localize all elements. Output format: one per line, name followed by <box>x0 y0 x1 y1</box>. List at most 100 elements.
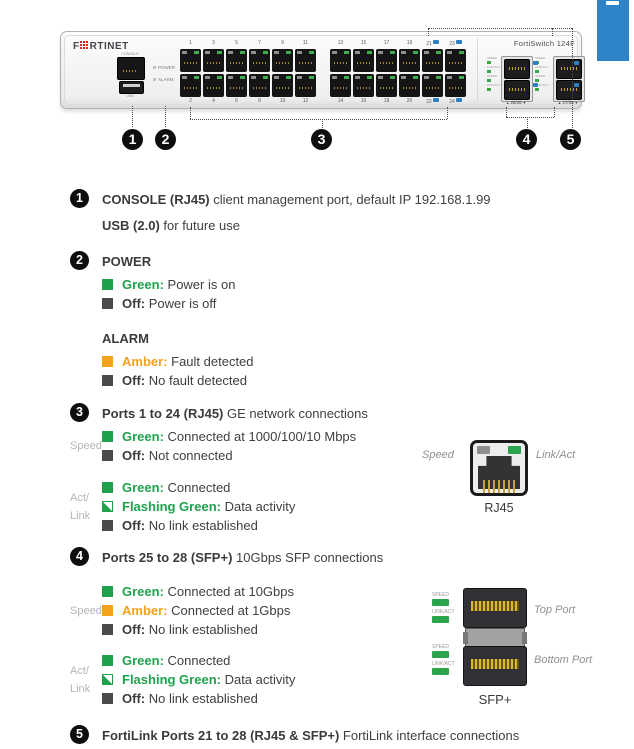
rj45-ports-heading: Ports 1 to 24 (RJ45) GE network connecti… <box>102 404 600 423</box>
fortilink-heading-rest: FortiLink interface connections <box>339 728 520 743</box>
down-triangle-icon: ▼ <box>522 101 527 105</box>
led-desc: Power is off <box>145 296 217 311</box>
led-state-row: Green: Connected <box>102 651 600 670</box>
side-label-speed: Speed <box>70 604 102 617</box>
linkact-led-bar <box>432 668 449 675</box>
rj45-port <box>422 74 443 97</box>
side-label-act: Act/ <box>70 491 89 504</box>
port-number-label: 3 <box>212 40 215 46</box>
sfp-pins <box>471 601 519 611</box>
port-number-label: 10 <box>279 98 286 104</box>
figure-linkact-label: LINK/ACT <box>432 661 455 667</box>
port-number-label: 9 <box>281 40 284 46</box>
led-desc: Data activity <box>220 499 296 514</box>
rj45-port <box>272 74 293 97</box>
led-swatch <box>102 279 113 290</box>
rj45-port <box>249 49 270 72</box>
rj45-port <box>353 49 374 72</box>
callout-line-5-mid-tick <box>552 28 553 36</box>
port-number-label: 7 <box>258 40 261 46</box>
led-swatch <box>102 605 113 616</box>
callout-line-5-right <box>572 28 573 128</box>
rj45-port <box>399 49 420 72</box>
led-desc: Connected <box>163 480 231 495</box>
led-desc: Connected at 1000/100/10 Mbps <box>163 429 357 444</box>
actlink-led-group: Act/Link Green: Connected Flashing Green… <box>70 478 600 535</box>
callout-line-5-top <box>428 28 572 29</box>
led-color-label: Off: <box>122 622 146 637</box>
led-state-row: Flashing Green: Data activity <box>102 497 600 516</box>
fortilink-icon <box>432 40 439 44</box>
sfp-figure-leds-bottom: SPEED LINK/ACT <box>432 644 462 678</box>
sfp-figure-leds-top: SPEED LINK/ACT <box>432 592 462 626</box>
sfp-cage-illustration <box>463 588 527 688</box>
sfp-mini-led-icon <box>487 70 491 73</box>
section-console-usb: 1 CONSOLE (RJ45) client management port,… <box>70 189 600 235</box>
led-state-row: Green: Connected <box>102 478 600 497</box>
led-desc: No fault detected <box>145 373 248 388</box>
led-desc: Data activity <box>220 672 296 687</box>
speed-led-bar <box>432 599 449 606</box>
section-power-alarm: 2 POWER Green: Power is on Off: Power is… <box>70 251 600 390</box>
rj45-pins <box>482 480 516 493</box>
led-state-row: Amber: Connected at 1Gbps <box>102 601 600 620</box>
port-number-label: 17 <box>383 40 390 46</box>
led-state-row: Off: Power is off <box>102 294 600 313</box>
led-color-label: Green: <box>122 277 164 292</box>
fortilink-heading-bold: FortiLink Ports 21 to 28 (RJ45 & SFP+) <box>102 728 340 743</box>
callout-line-4-drop <box>527 117 528 128</box>
fortilink-icon <box>533 83 538 87</box>
sfp-mini-led-label: LINK/ACT <box>487 66 501 73</box>
led-desc: No link established <box>145 622 258 637</box>
led-color-label: Green: <box>122 429 164 444</box>
sfp-mini-led-icon <box>487 79 491 82</box>
led-swatch <box>102 431 113 442</box>
port-number-label: 6 <box>235 98 238 104</box>
sfp-mini-led-icon <box>535 79 539 82</box>
power-led: POWER <box>153 65 175 70</box>
led-color-label: Green: <box>122 584 164 599</box>
led-color-label: Green: <box>122 653 164 668</box>
rj45-port <box>376 49 397 72</box>
rj45-port <box>330 74 351 97</box>
led-swatch <box>102 375 113 386</box>
sfp-mini-led-icon <box>487 88 491 91</box>
tab-glyph-icon <box>606 1 619 5</box>
rj45-port <box>249 74 270 97</box>
actlink-led-group: Act/Link Green: Connected Flashing Green… <box>70 651 600 708</box>
led-desc: Fault detected <box>167 354 254 369</box>
fortilink-icon <box>432 98 439 102</box>
linkact-led-icon <box>508 446 521 454</box>
figure-speed-label: Speed <box>422 449 454 461</box>
rj45-caption: RJ45 <box>484 501 514 515</box>
callout-5: 5 <box>560 129 581 150</box>
led-swatch <box>102 482 113 493</box>
led-swatch-flashing <box>102 501 113 512</box>
rj45-ports-heading-bold: Ports 1 to 24 (RJ45) <box>102 406 224 421</box>
port-number-label: 4 <box>212 98 215 104</box>
figure-speed-label: SPEED <box>432 592 449 598</box>
rj45-port <box>295 49 316 72</box>
up-triangle-icon: ▲ <box>505 101 510 105</box>
rj45-port <box>399 74 420 97</box>
usb-heading-bold: USB (2.0) <box>102 218 160 233</box>
callout-2: 2 <box>155 129 176 150</box>
callout-line-4-right-tick <box>554 107 555 117</box>
power-heading-text: POWER <box>102 254 152 269</box>
led-swatch-flashing <box>102 674 113 685</box>
rj45-port <box>203 49 224 72</box>
port-number-label: 14 <box>337 98 344 104</box>
port-number-label: 24 <box>444 98 467 105</box>
callout-badge-2: 2 <box>70 251 89 270</box>
sfp-mini-led-icon <box>487 61 491 64</box>
port-number-label: 20 <box>406 98 413 104</box>
fortilink-icon <box>455 40 462 44</box>
led-desc: Connected at 10Gbps <box>163 584 294 599</box>
port-number-label: 12 <box>302 98 309 104</box>
rj45-port <box>295 74 316 97</box>
